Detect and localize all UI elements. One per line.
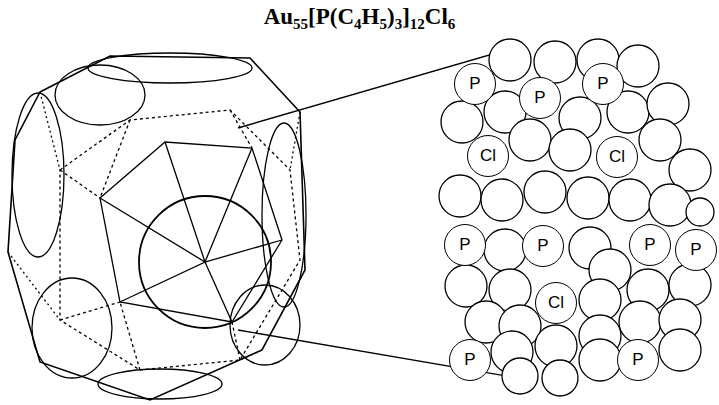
phosphorus-sphere: P xyxy=(522,225,564,267)
leader-lines xyxy=(238,46,520,378)
atom-label: P xyxy=(469,74,480,94)
atom-label: Cl xyxy=(609,147,625,167)
atom-label: P xyxy=(644,235,655,255)
formula-title: Au55[P(C4H5)3]12Cl6 xyxy=(0,4,719,30)
phosphorus-sphere: P xyxy=(675,229,717,271)
atom-label: P xyxy=(632,350,643,370)
atom-label: P xyxy=(597,74,608,94)
atom-label: P xyxy=(534,88,545,108)
atom-spheres xyxy=(439,39,714,396)
phosphorus-sphere: P xyxy=(629,224,671,266)
phosphorus-sphere: P xyxy=(449,339,491,381)
phosphorus-sphere: P xyxy=(617,339,659,381)
atom-label: Cl xyxy=(548,293,564,313)
phosphorus-sphere: P xyxy=(454,63,496,105)
polyhedron xyxy=(8,53,306,400)
phosphorus-sphere: P xyxy=(582,63,624,105)
chlorine-sphere: Cl xyxy=(596,136,638,178)
phosphorus-sphere: P xyxy=(444,224,486,266)
atom-label: P xyxy=(464,350,475,370)
chlorine-sphere: Cl xyxy=(535,282,577,324)
atom-label: P xyxy=(690,240,701,260)
phosphorus-sphere: P xyxy=(519,77,561,119)
atom-label: P xyxy=(459,235,470,255)
atom-label: Cl xyxy=(480,146,496,166)
chlorine-sphere: Cl xyxy=(467,135,509,177)
atom-label: P xyxy=(537,236,548,256)
